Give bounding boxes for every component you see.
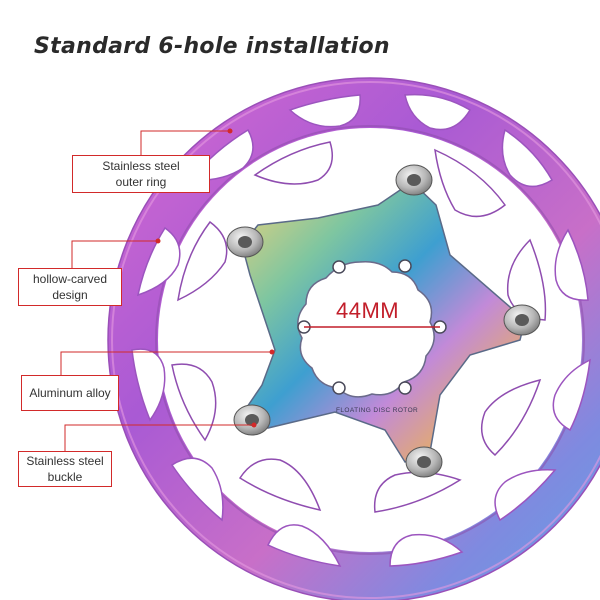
callout-aluminum-alloy-line1: Aluminum alloy <box>29 386 111 400</box>
callout-buckle: Stainless steel buckle <box>18 451 112 487</box>
mounting-holes <box>297 259 447 395</box>
hollow-cutouts <box>131 93 591 567</box>
callout-buckle-line1: Stainless steel <box>26 454 104 468</box>
callout-buckle-line2: buckle <box>47 470 83 484</box>
callout-outer-ring-line1: Stainless steel <box>102 159 180 173</box>
center-hub <box>297 260 435 398</box>
hub-diameter-label: 44MM <box>336 298 400 323</box>
rotor-engraving: FLOATING DISC ROTOR <box>336 407 418 414</box>
callout-leaders <box>60 130 272 451</box>
callout-aluminum-alloy: Aluminum alloy <box>21 375 119 411</box>
rivets <box>226 164 541 478</box>
callout-outer-ring: Stainless steel outer ring <box>72 155 210 193</box>
callout-hollow-carved: hollow-carved design <box>18 268 122 306</box>
page-title: Standard 6-hole installation <box>34 34 390 59</box>
callout-outer-ring-line2: outer ring <box>115 175 167 189</box>
callout-hollow-carved-line2: design <box>52 288 88 302</box>
callout-hollow-carved-line1: hollow-carved <box>32 272 108 286</box>
